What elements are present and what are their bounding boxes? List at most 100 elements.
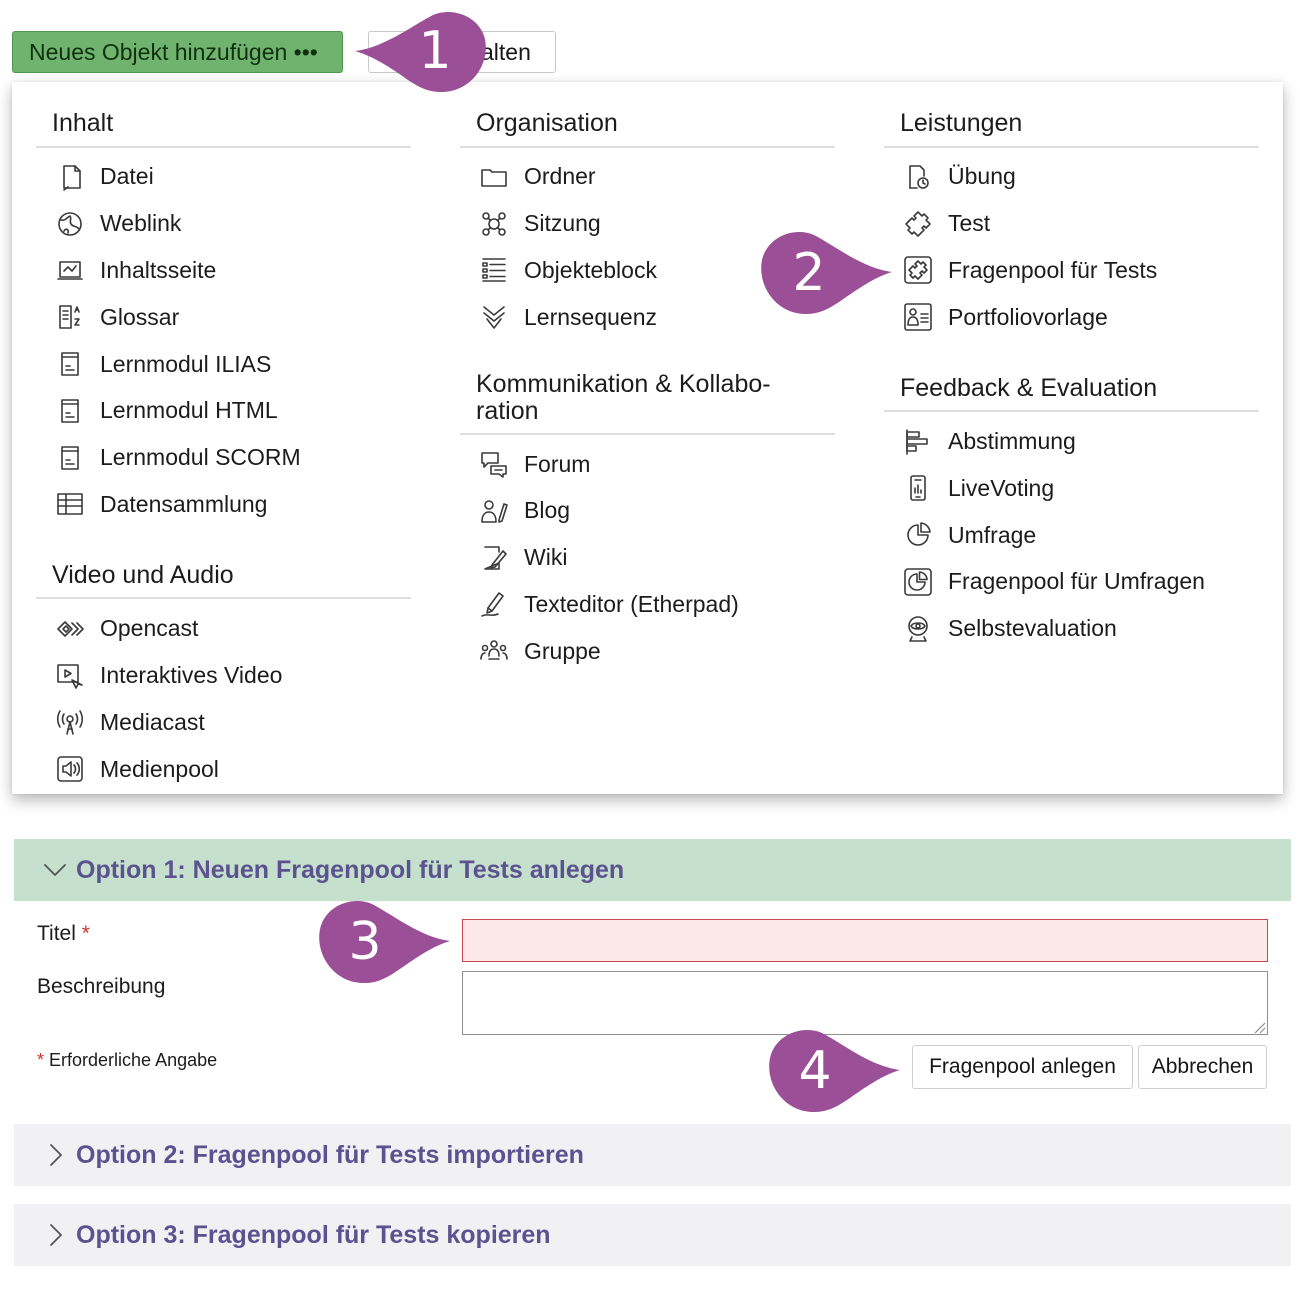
menu-item-selbstevaluation[interactable]: Selbstevaluation [884, 605, 1259, 652]
exercise-icon [902, 161, 934, 193]
menu-item-label: Datei [100, 163, 154, 190]
menu-item-glossar[interactable]: Glossar [36, 294, 411, 341]
menu-item-ubung[interactable]: Übung [884, 154, 1259, 201]
callout-number: 3 [348, 912, 382, 972]
broadcast-icon [54, 706, 86, 738]
menu-item-label: Ordner [524, 163, 596, 190]
menu-item-label: Selbstevaluation [948, 615, 1117, 642]
menu-item-label: Fragenpool für Umfragen [948, 568, 1205, 595]
chevron-right-icon [40, 1140, 70, 1170]
module-icon [54, 442, 86, 474]
callout-marker-2: 2 [759, 229, 892, 315]
session-icon [478, 208, 510, 240]
list-icon [478, 254, 510, 286]
description-input[interactable] [462, 971, 1268, 1035]
required-note: * Erforderliche Angabe [37, 1050, 217, 1071]
eye-icon [902, 613, 934, 645]
callout-number: 4 [798, 1041, 832, 1101]
menu-item-label: Lernmodul ILIAS [100, 350, 272, 377]
menu-group-heading: Feedback & Evaluation [884, 341, 1259, 413]
menu-item-datei[interactable]: Datei [36, 154, 411, 201]
wiki-icon [478, 542, 510, 574]
menu-item-fragenpool-fur-tests[interactable]: Fragenpool für Tests [884, 247, 1259, 294]
required-note-text: Erforderliche Angabe [49, 1050, 218, 1070]
menu-item-test[interactable]: Test [884, 200, 1259, 247]
menu-item-abstimmung[interactable]: Abstimmung [884, 418, 1259, 465]
menu-group-heading: Kommunikation & Kollabo- ration [460, 341, 835, 435]
phone-chart-icon [902, 472, 934, 504]
menu-item-label: Test [948, 210, 991, 237]
menu-item-texteditor-etherpad[interactable]: Texteditor (Etherpad) [460, 581, 835, 628]
sequence-icon [478, 301, 510, 333]
callout-number: 2 [792, 243, 826, 303]
menu-item-label: Medienpool [100, 755, 219, 782]
menu-item-lernmodul-scorm[interactable]: Lernmodul SCORM [36, 434, 411, 481]
glossary-icon [54, 301, 86, 333]
menu-item-forum[interactable]: Forum [460, 441, 835, 488]
menu-item-lernmodul-ilias[interactable]: Lernmodul ILIAS [36, 341, 411, 388]
globe-icon [54, 208, 86, 240]
menu-item-livevoting[interactable]: LiveVoting [884, 465, 1259, 512]
add-object-button[interactable]: Neues Objekt hinzufügen ••• [12, 31, 343, 73]
menu-item-ordner[interactable]: Ordner [460, 154, 835, 201]
menu-item-medienpool[interactable]: Medienpool [36, 746, 411, 793]
menu-item-sitzung[interactable]: Sitzung [460, 200, 835, 247]
title-input[interactable] [462, 919, 1268, 962]
heading-line: Kommunikation & Kollabo- [476, 369, 771, 398]
menu-item-weblink[interactable]: Weblink [36, 200, 411, 247]
menu-item-label: Lernsequenz [524, 303, 657, 330]
menu-item-label: Abstimmung [948, 428, 1076, 455]
title-label-text: Titel [37, 922, 76, 945]
callout-marker-4: 4 [767, 1027, 900, 1113]
speaker-icon [54, 753, 86, 785]
menu-item-label: Gruppe [524, 637, 601, 664]
menu-item-objekteblock[interactable]: Objekteblock [460, 247, 835, 294]
menu-item-interaktives-video[interactable]: Interaktives Video [36, 652, 411, 699]
menu-item-umfrage[interactable]: Umfrage [884, 512, 1259, 559]
menu-item-label: Forum [524, 450, 591, 477]
survey-icon [902, 519, 934, 551]
accordion-title: Option 3: Fragenpool für Tests kopieren [76, 1220, 551, 1249]
menu-item-inhaltsseite[interactable]: Inhaltsseite [36, 247, 411, 294]
poll-icon [902, 426, 934, 458]
create-pool-button[interactable]: Fragenpool anlegen [912, 1045, 1133, 1089]
menu-item-label: Opencast [100, 615, 199, 642]
menu-item-blog[interactable]: Blog [460, 487, 835, 534]
menu-item-datensammlung[interactable]: Datensammlung [36, 481, 411, 528]
pen-icon [478, 588, 510, 620]
menu-item-label: Portfoliovorlage [948, 303, 1108, 330]
menu-item-label: Mediacast [100, 708, 205, 735]
menu-item-label: LiveVoting [948, 474, 1055, 501]
menu-item-portfoliovorlage[interactable]: Portfoliovorlage [884, 294, 1259, 341]
menu-item-label: Weblink [100, 210, 182, 237]
menu-group-heading: Inhalt [36, 82, 411, 148]
menu-group-heading: Leistungen [884, 82, 1259, 148]
menu-item-label: Lernmodul SCORM [100, 444, 301, 471]
menu-item-label: Übung [948, 163, 1016, 190]
menu-item-lernmodul-html[interactable]: Lernmodul HTML [36, 387, 411, 434]
menu-item-wiki[interactable]: Wiki [460, 534, 835, 581]
menu-item-label: Umfrage [948, 521, 1037, 548]
menu-item-fragenpool-fur-umfragen[interactable]: Fragenpool für Umfragen [884, 559, 1259, 606]
menu-item-gruppe[interactable]: Gruppe [460, 628, 835, 675]
page-icon [54, 254, 86, 286]
module-icon [54, 348, 86, 380]
menu-item-lernsequenz[interactable]: Lernsequenz [460, 294, 835, 341]
accordion-option-2[interactable]: Option 2: Fragenpool für Tests importier… [14, 1124, 1291, 1186]
menu-item-opencast[interactable]: Opencast [36, 605, 411, 652]
module-icon [54, 395, 86, 427]
menu-item-label: Texteditor (Etherpad) [524, 590, 739, 617]
resize-grip-icon[interactable] [1252, 1020, 1266, 1034]
folder-icon [478, 161, 510, 193]
cancel-button[interactable]: Abbrechen [1138, 1045, 1267, 1089]
accordion-option-1[interactable]: Option 1: Neuen Fragenpool für Tests anl… [14, 839, 1291, 901]
menu-item-mediacast[interactable]: Mediacast [36, 699, 411, 746]
required-mark: * [37, 1050, 45, 1070]
accordion-option-3[interactable]: Option 3: Fragenpool für Tests kopieren [14, 1204, 1291, 1266]
file-icon [54, 161, 86, 193]
